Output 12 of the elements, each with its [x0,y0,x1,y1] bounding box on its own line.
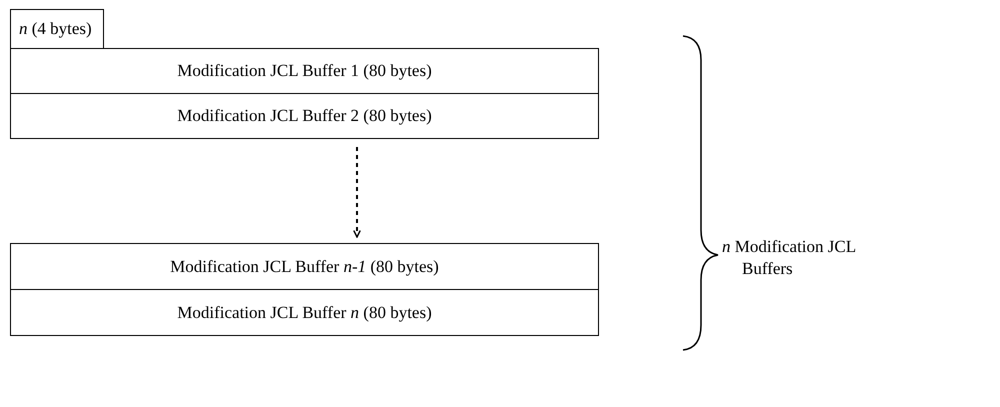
buffer-box [10,9,104,49]
box-label: Modification JCL Buffer 1 (80 bytes) [177,61,432,81]
dashed-arrow [353,147,361,238]
buffer-box [10,48,599,94]
box-label: Modification JCL Buffer 2 (80 bytes) [177,106,432,126]
buffer-box [10,243,599,290]
buffer-box [10,289,599,336]
box-label: Modification JCL Buffer n-1 (80 bytes) [170,256,439,276]
brace-label: n Modification JCL Buffers [722,236,856,280]
buffer-box [10,93,599,139]
box-label: n (4 bytes) [19,19,92,39]
box-label: Modification JCL Buffer n (80 bytes) [177,302,432,322]
